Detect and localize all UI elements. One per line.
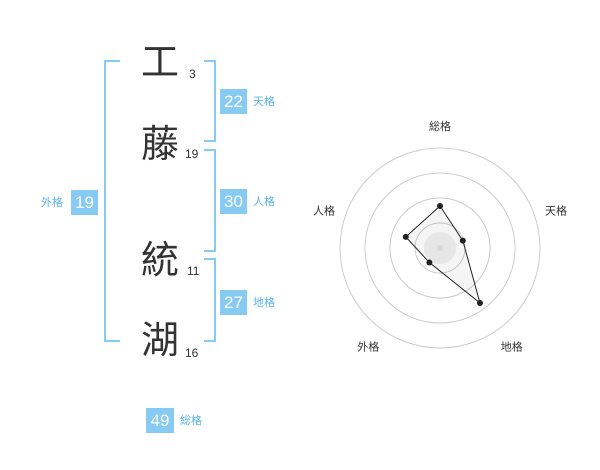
radar-ring [389, 197, 491, 299]
radar-point [476, 300, 483, 307]
radar-point [402, 233, 409, 240]
chikaku-bracket [204, 258, 216, 342]
gaikaku-badge: 19 [71, 190, 98, 215]
radar-point [426, 259, 433, 266]
stroke-count-1: 3 [189, 67, 196, 81]
radar-axis-label: 天格 [545, 203, 567, 217]
jinkaku-label: 人格 [253, 195, 275, 208]
name-char-3: 統 [141, 238, 180, 282]
radar-axis-label: 総格 [429, 119, 451, 133]
gaikaku-label: 外格 [41, 196, 63, 209]
radar-axis-label: 外格 [357, 340, 379, 354]
stroke-count-3: 11 [187, 264, 200, 278]
tenkaku-label: 天格 [253, 95, 275, 108]
stroke-count-4: 16 [185, 346, 199, 360]
chikaku-label: 地格 [253, 296, 275, 309]
jinkaku-badge: 30 [220, 189, 247, 214]
soukaku-badge: 49 [146, 408, 174, 433]
tenkaku-bracket [204, 60, 216, 142]
radar-axis-label: 地格 [501, 340, 523, 354]
name-char-4: 湖 [141, 318, 180, 362]
stroke-count-2: 19 [185, 147, 199, 161]
radar-axis-label: 人格 [313, 203, 335, 217]
radar-ring [364, 172, 516, 324]
radar-ring [339, 147, 541, 349]
tenkaku-badge: 22 [220, 89, 247, 114]
radar-polygon [405, 205, 481, 305]
soukaku-label: 総格 [180, 414, 202, 427]
radar-center-dot [437, 245, 443, 251]
radar-point [459, 237, 466, 244]
radar-point [437, 203, 443, 209]
name-char-1: 工 [141, 40, 180, 84]
jinkaku-bracket [204, 149, 216, 252]
chikaku-badge: 27 [220, 290, 247, 315]
name-char-2: 藤 [141, 122, 180, 166]
gaikaku-bracket [104, 60, 120, 342]
